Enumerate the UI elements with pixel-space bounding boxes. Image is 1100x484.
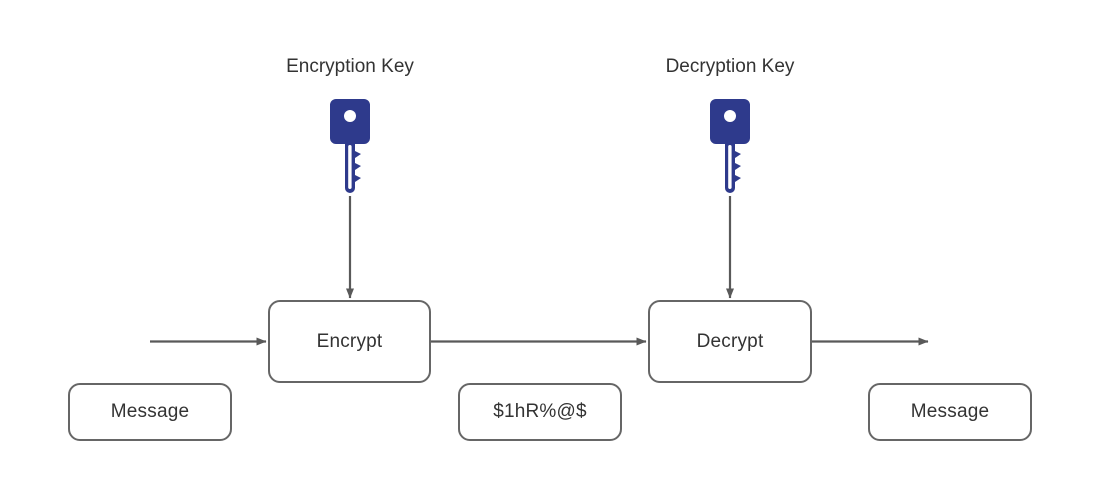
decrypt-node: Decrypt xyxy=(648,300,812,383)
message-output-label: Message xyxy=(910,401,990,422)
message-input-node: Message xyxy=(68,383,232,441)
ciphertext-node: $1hR%@$ xyxy=(458,383,622,441)
encryption-key-caption: Encryption Key xyxy=(286,56,414,77)
decryption-key-caption: Decryption Key xyxy=(665,56,795,77)
message-output-node: Message xyxy=(868,383,1032,441)
message-input-label: Message xyxy=(110,401,190,422)
decrypt-label: Decrypt xyxy=(696,330,764,352)
ciphertext-label: $1hR%@$ xyxy=(493,401,587,422)
encrypt-label: Encrypt xyxy=(316,330,383,352)
encrypt-node: Encrypt xyxy=(268,300,431,383)
key-icon xyxy=(710,99,750,193)
key-icon xyxy=(330,99,370,193)
